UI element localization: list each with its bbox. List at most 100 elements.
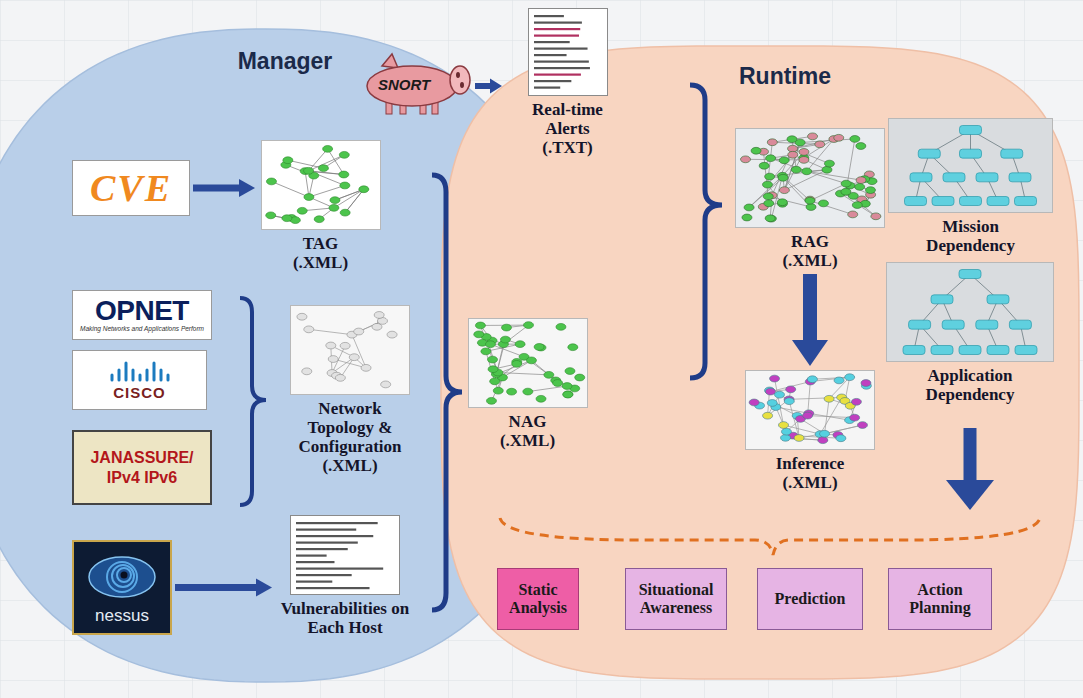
thumbnail-frame xyxy=(291,306,410,395)
graph-vertex xyxy=(562,391,572,398)
tree-vertex xyxy=(1001,149,1023,158)
document-line xyxy=(296,568,383,570)
curly-brace xyxy=(240,298,266,505)
tree-vertex xyxy=(960,126,982,135)
graph-vertex xyxy=(475,322,485,329)
graph-vertex xyxy=(339,151,349,158)
tree-vertex xyxy=(960,149,982,158)
box-text: Prediction xyxy=(775,590,846,608)
thumbnail-frame xyxy=(887,263,1054,362)
caption-text: TAG (.XML) xyxy=(285,234,357,272)
graph-vertex xyxy=(788,145,798,152)
caption-text: NAG (.XML) xyxy=(492,412,564,450)
thumbnail-image xyxy=(290,305,410,395)
graph-vertex xyxy=(767,139,777,146)
cisco-logo: CISCO xyxy=(72,350,207,410)
graph-vertex xyxy=(358,186,368,193)
graph-vertex xyxy=(489,378,499,385)
graph-vertex xyxy=(744,204,754,211)
pig-snout xyxy=(450,66,470,94)
tree-vertex xyxy=(943,173,965,182)
document-page xyxy=(291,516,400,595)
graph-edge xyxy=(308,155,344,171)
document-line xyxy=(296,574,352,576)
graph-vertex xyxy=(799,156,809,163)
arrow-connector xyxy=(193,179,255,197)
graph-edge xyxy=(502,360,531,377)
caption-text: Application Dependency xyxy=(909,366,1031,404)
tree-vertex xyxy=(931,295,953,304)
graph-edges xyxy=(270,149,363,220)
graph-vertex xyxy=(848,211,858,218)
graph-vertex xyxy=(340,342,350,349)
logo-text: Making Networks and Applications Perform xyxy=(80,325,204,333)
graph-vertex xyxy=(775,391,785,398)
graph-vertex xyxy=(763,412,773,419)
graph-vertex xyxy=(338,171,348,178)
tree-vertex xyxy=(987,197,1009,206)
caption-text: Vulnerabilities on Each Host xyxy=(280,599,410,637)
arrow-head xyxy=(239,179,255,197)
graph-vertex xyxy=(871,213,881,220)
tree-vertex xyxy=(932,197,954,206)
graph-vertex xyxy=(340,209,350,216)
graph-vertex xyxy=(784,398,794,405)
document-line xyxy=(534,22,582,24)
graph-vertex xyxy=(536,395,546,402)
logo-text: JANASSURE/ IPv4 IPv6 xyxy=(74,448,210,488)
graph-vertex xyxy=(786,386,796,393)
graph-vertex xyxy=(543,371,553,378)
logo-text: CVE xyxy=(90,169,172,207)
document-line xyxy=(534,74,581,76)
graph-vertex xyxy=(834,377,844,384)
eye-swirl xyxy=(107,562,137,592)
tree-vertex xyxy=(976,320,998,329)
thumbnail-image xyxy=(886,262,1054,362)
graph-vertex xyxy=(318,165,328,172)
tree-vertex xyxy=(1015,346,1037,355)
cisco-bar xyxy=(117,370,120,380)
graph-vertex xyxy=(486,397,496,404)
cisco-bar xyxy=(152,363,155,380)
tree-vertex xyxy=(959,346,981,355)
graph-vertex xyxy=(779,422,789,429)
output-box: Static Analysis xyxy=(497,568,579,630)
graph-vertex xyxy=(522,388,532,395)
arrow-connector xyxy=(792,274,828,366)
application-tree: Application Dependency xyxy=(885,262,1055,404)
caption-text: Mission Dependency xyxy=(915,217,1027,255)
graph-vertex xyxy=(762,181,772,188)
caption-text: Inference (.XML) xyxy=(764,454,856,492)
pig-nostril xyxy=(460,82,464,88)
graph-vertex xyxy=(326,342,336,349)
caption-text: RAG (.XML) xyxy=(774,232,846,270)
output-box: Situational Awareness xyxy=(625,568,727,630)
graph-edge xyxy=(308,185,344,197)
block-arrow-shaft xyxy=(964,428,977,482)
graph-vertex xyxy=(824,160,834,167)
graph-vertex xyxy=(303,194,313,201)
graph-vertex xyxy=(850,414,860,421)
graph-vertex xyxy=(820,430,830,437)
graph-vertex xyxy=(799,149,809,156)
graph-vertex xyxy=(815,141,825,148)
opnet-logo: OPNETMaking Networks and Applications Pe… xyxy=(72,290,212,340)
graph-vertex xyxy=(787,136,797,143)
graph-vertex xyxy=(381,381,391,388)
graph-vertex xyxy=(493,387,503,394)
graph-vertex xyxy=(807,376,817,383)
tree-vertex xyxy=(1009,173,1031,182)
graph-vertex xyxy=(473,331,483,338)
graph-edge xyxy=(309,329,352,334)
logo-text: SNORT xyxy=(362,52,472,92)
graph-vertex xyxy=(850,136,860,143)
cisco-bar xyxy=(124,363,127,380)
graph-vertex xyxy=(788,151,798,158)
graph-vertex xyxy=(552,380,562,387)
topology-graph: Network Topology & Configuration (.XML) xyxy=(275,305,425,475)
graph-vertex xyxy=(765,215,775,222)
graph-vertex xyxy=(564,368,574,375)
thumbnail-frame xyxy=(746,371,875,450)
graph-vertex xyxy=(374,312,384,319)
